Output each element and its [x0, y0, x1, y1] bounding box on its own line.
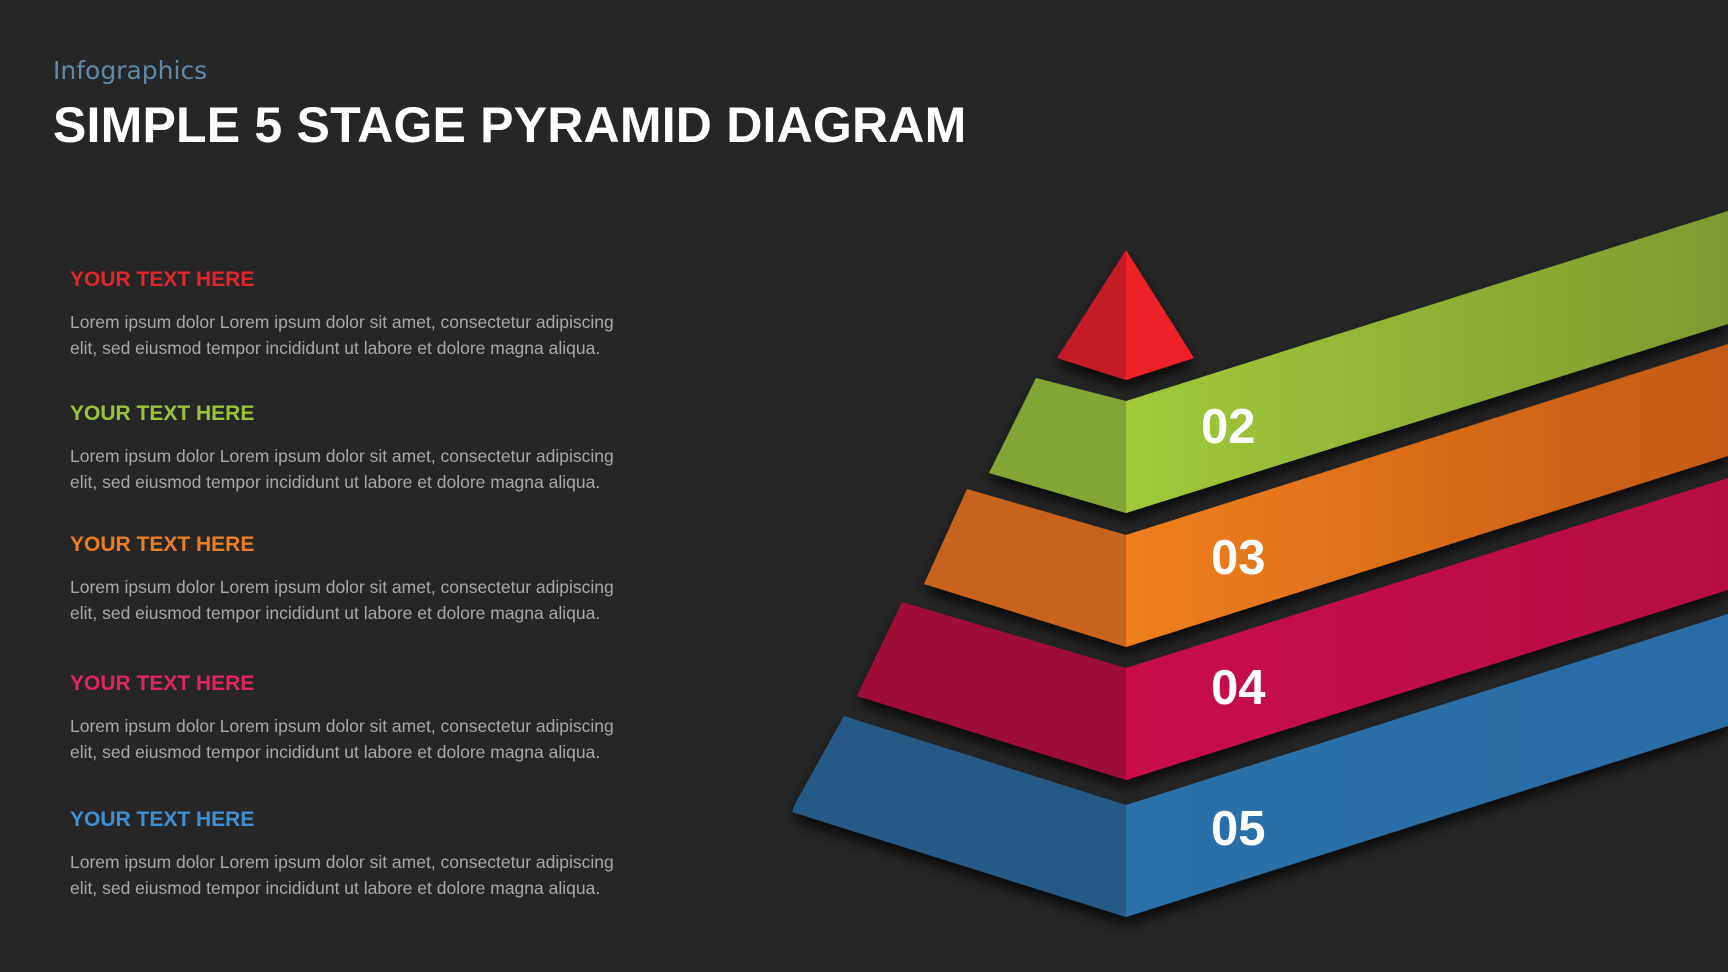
pyramid-stage-5 [792, 614, 1728, 917]
text-item-3: YOUR TEXT HERE Lorem ipsum dolor Lorem i… [70, 532, 670, 626]
pyramid-stage-1 [1057, 250, 1194, 380]
stage-2-left-face [989, 378, 1126, 513]
stage-5-left-face [792, 716, 1126, 917]
stage-3-ribbon [1126, 344, 1728, 647]
pyramid-stage-4 [857, 478, 1728, 780]
item-body-line: Lorem ipsum dolor Lorem ipsum dolor sit … [70, 312, 614, 332]
text-item-1: YOUR TEXT HERE Lorem ipsum dolor Lorem i… [70, 267, 670, 361]
stage-3-left-face [924, 489, 1126, 647]
item-body: Lorem ipsum dolor Lorem ipsum dolor sit … [70, 849, 670, 901]
stage-5-ribbon [1126, 614, 1728, 917]
item-heading: YOUR TEXT HERE [70, 808, 255, 831]
stage-number-5: 05 [1211, 802, 1266, 856]
item-body-line: Lorem ipsum dolor Lorem ipsum dolor sit … [70, 446, 614, 466]
item-heading: YOUR TEXT HERE [70, 268, 255, 291]
item-body-line: Lorem ipsum dolor Lorem ipsum dolor sit … [70, 577, 614, 597]
item-heading: YOUR TEXT HERE [70, 402, 255, 425]
item-heading: YOUR TEXT HERE [70, 533, 255, 556]
stage-number-4: 04 [1211, 661, 1266, 715]
item-body-line: Lorem ipsum dolor Lorem ipsum dolor sit … [70, 716, 614, 736]
stage-4-ribbon [1126, 478, 1728, 780]
pyramid-stage-2 [989, 211, 1728, 513]
text-item-2: YOUR TEXT HERE Lorem ipsum dolor Lorem i… [70, 401, 670, 495]
item-body-line: elit, sed eiusmod tempor incididunt ut l… [70, 472, 601, 492]
stage-4-left-face [857, 602, 1126, 780]
slide-title: SIMPLE 5 STAGE PYRAMID DIAGRAM [53, 97, 967, 153]
item-body-line: elit, sed eiusmod tempor incididunt ut l… [70, 878, 601, 898]
slide-subtitle: Infographics [53, 56, 208, 85]
item-body-line: elit, sed eiusmod tempor incididunt ut l… [70, 742, 601, 762]
item-body: Lorem ipsum dolor Lorem ipsum dolor sit … [70, 574, 670, 626]
stage-number-3: 03 [1211, 531, 1266, 585]
stage-1-right-face [1126, 250, 1194, 380]
item-body-line: elit, sed eiusmod tempor incididunt ut l… [70, 338, 601, 358]
text-item-5: YOUR TEXT HERE Lorem ipsum dolor Lorem i… [70, 807, 670, 901]
item-body: Lorem ipsum dolor Lorem ipsum dolor sit … [70, 713, 670, 765]
stage-number-2: 02 [1201, 400, 1256, 454]
pyramid-stage-3 [924, 344, 1728, 647]
text-item-4: YOUR TEXT HERE Lorem ipsum dolor Lorem i… [70, 671, 670, 765]
item-body: Lorem ipsum dolor Lorem ipsum dolor sit … [70, 443, 670, 495]
stage-1-left-face [1057, 250, 1126, 380]
item-body: Lorem ipsum dolor Lorem ipsum dolor sit … [70, 309, 670, 361]
item-heading: YOUR TEXT HERE [70, 672, 255, 695]
item-body-line: elit, sed eiusmod tempor incididunt ut l… [70, 603, 601, 623]
stage-2-ribbon [1126, 211, 1728, 513]
item-body-line: Lorem ipsum dolor Lorem ipsum dolor sit … [70, 852, 614, 872]
